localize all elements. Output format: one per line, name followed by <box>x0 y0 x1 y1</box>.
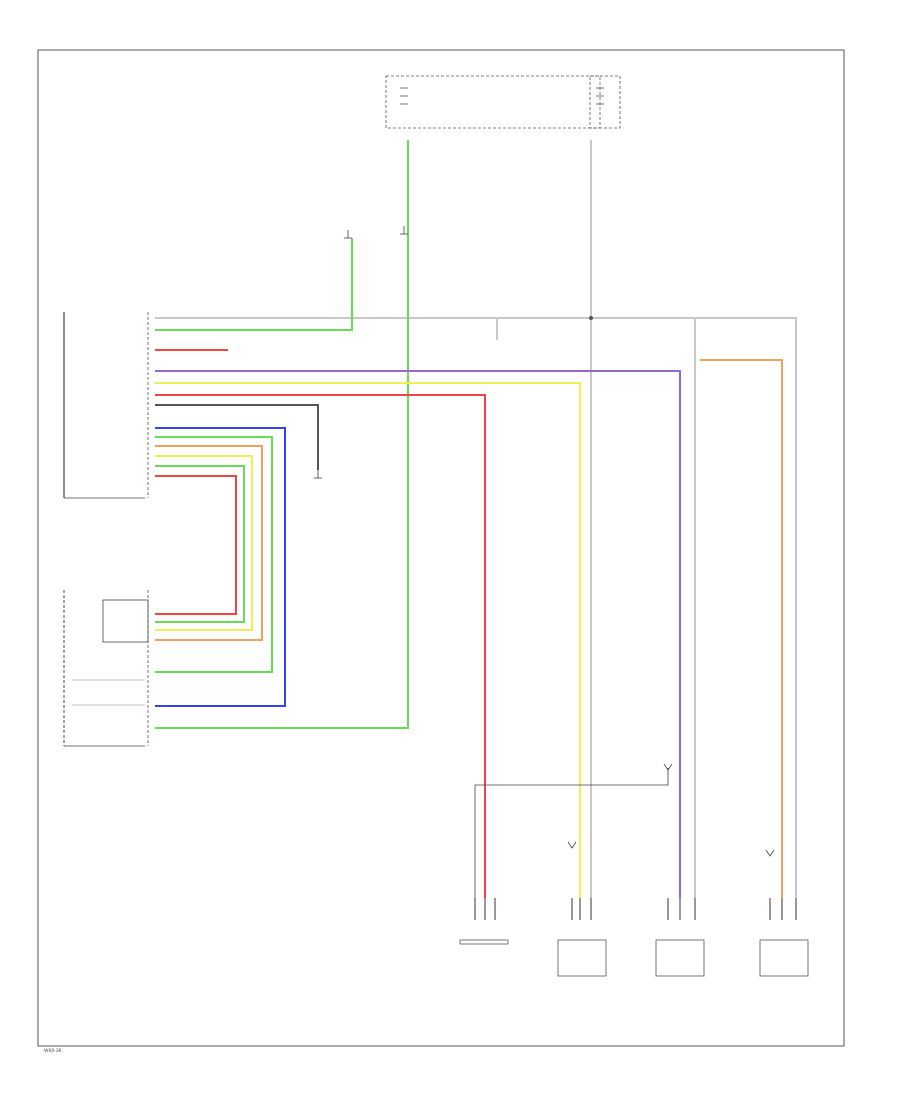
page-code: W60-36 <box>44 1048 62 1054</box>
sensor-pins <box>474 898 797 920</box>
orange-wire <box>700 359 783 898</box>
ground-symbol-left <box>344 230 352 239</box>
connector-arrow-left-front <box>663 763 673 771</box>
orange-wire-bundle <box>155 445 263 641</box>
green-left-wire <box>155 238 353 331</box>
top-right-component <box>589 75 621 129</box>
ground-symbol-center <box>400 226 408 235</box>
sensor-box-left-front <box>655 939 705 977</box>
blue-purple-wire <box>155 370 681 898</box>
yellow-wire-bundle <box>155 455 253 631</box>
green-wire-bundle-2 <box>155 465 245 623</box>
green-main-wire <box>155 140 409 729</box>
bus-splice <box>589 316 593 320</box>
sensor-ground-line <box>474 768 669 898</box>
blue-wire-bundle <box>155 427 286 707</box>
sensor-box-left-rear <box>459 939 509 945</box>
top-component-pins <box>400 87 604 105</box>
gray-ground-wire <box>155 404 319 470</box>
top-left-component <box>385 75 601 129</box>
control-unit-sub-box <box>102 599 149 643</box>
sensor-box-right-front <box>759 939 809 977</box>
sensor-box-right-rear <box>557 939 607 977</box>
yellow-wire <box>155 382 581 898</box>
ground-symbol-ecu <box>314 470 322 479</box>
page-frame <box>37 49 845 1047</box>
connector-arrow-right-rear <box>567 841 577 849</box>
red-wire-bundle <box>155 475 237 615</box>
red-wire <box>155 394 486 898</box>
connector-arrow-right-front <box>765 849 775 857</box>
green-wire-bundle <box>155 436 273 673</box>
bus-top-wire <box>155 317 797 898</box>
